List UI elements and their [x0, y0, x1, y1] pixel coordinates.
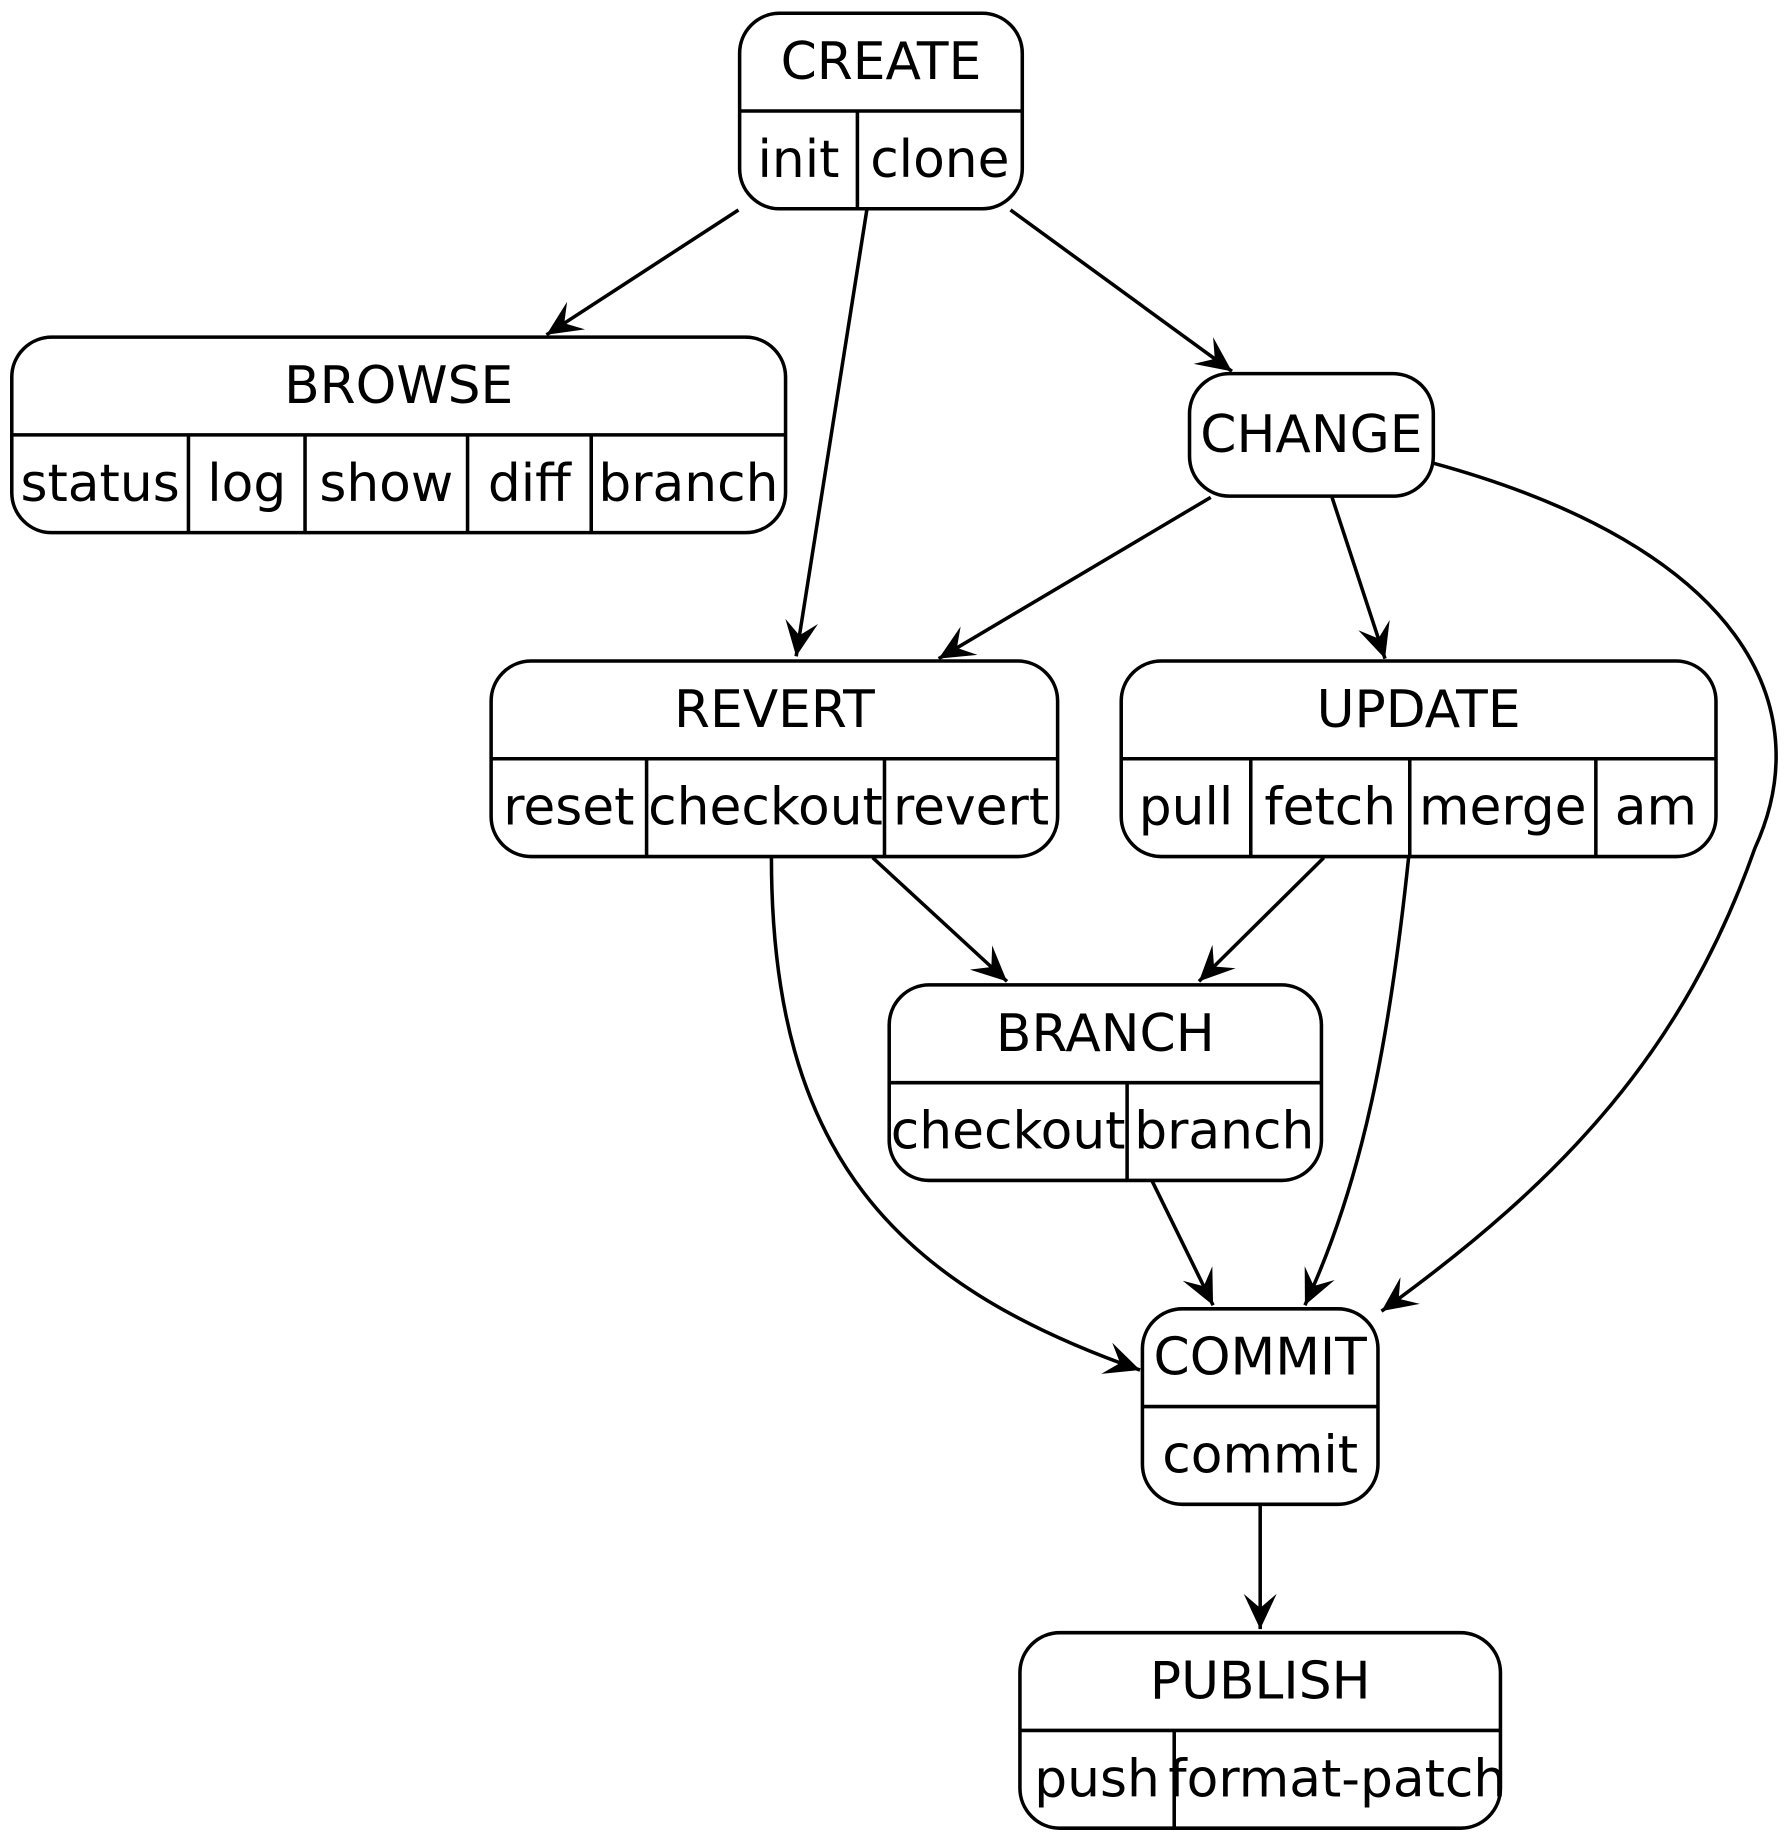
command-branch: branch [1134, 1102, 1314, 1162]
command-push: push [1034, 1749, 1160, 1809]
node-title: REVERT [674, 680, 875, 740]
edge-line [769, 857, 1141, 1372]
edge-line [1150, 1179, 1215, 1307]
arrowhead-icon [938, 626, 978, 659]
edge-revert-to-branch [871, 856, 1009, 983]
arrowhead-icon [1198, 944, 1236, 982]
command-status: status [20, 454, 179, 514]
command-revert: revert [893, 778, 1049, 838]
edge-line [1303, 857, 1411, 1307]
edge-commit-to-publish [1243, 1505, 1277, 1630]
edge-line [871, 856, 1009, 983]
command-reset: reset [503, 778, 634, 838]
command-log: log [207, 454, 286, 514]
command-diff: diff [488, 454, 572, 514]
edge-create-to-change [1009, 208, 1233, 373]
edge-change-to-update [1330, 496, 1390, 660]
edge-line [1380, 461, 1778, 1313]
edge-revert-to-commit [769, 857, 1141, 1374]
edge-create-to-revert [785, 209, 869, 657]
node-box [1187, 371, 1436, 498]
node-commit: COMMIT commit [1140, 1307, 1380, 1507]
edge-line [937, 495, 1212, 661]
edge-update-to-commit [1303, 857, 1411, 1307]
arrowhead-icon [1101, 1342, 1141, 1374]
command-pull: pull [1139, 778, 1234, 838]
arrowhead-icon [1193, 337, 1232, 372]
node-title: PUBLISH [1150, 1652, 1371, 1712]
edge-branch-to-commit [1150, 1179, 1215, 1307]
node-title: BRANCH [996, 1004, 1215, 1064]
node-title: BROWSE [284, 356, 513, 416]
arrowhead-icon [1243, 1593, 1277, 1630]
command-commit: commit [1162, 1425, 1358, 1485]
edge-line [1009, 208, 1233, 373]
edge-line [794, 209, 869, 657]
node-title: UPDATE [1317, 680, 1521, 740]
edge-create-to-browse [545, 208, 740, 337]
command-checkout: checkout [891, 1102, 1126, 1162]
node-title: CREATE [781, 32, 982, 92]
edge-change-to-revert [937, 495, 1212, 661]
edge-line [1197, 856, 1326, 983]
arrowhead-icon [1304, 1266, 1335, 1306]
edge-change-to-commit [1380, 461, 1778, 1313]
command-init: init [758, 130, 840, 190]
arrowhead-icon [1381, 1277, 1420, 1312]
edge-line [545, 208, 740, 337]
arrowhead-icon [969, 945, 1007, 982]
node-change: CHANGE [1187, 371, 1436, 498]
command-fetch: fetch [1264, 778, 1396, 838]
node-title: COMMIT [1154, 1328, 1368, 1388]
arrowhead-icon [1182, 1266, 1214, 1306]
node-title: CHANGE [1200, 405, 1422, 465]
command-clone: clone [870, 130, 1009, 190]
command-branch: branch [598, 454, 778, 514]
arrowhead-icon [785, 618, 818, 657]
arrowhead-icon [1358, 619, 1390, 659]
edge-update-to-branch [1197, 856, 1326, 983]
edge-line [1330, 496, 1387, 660]
command-format-patch: format-patch [1168, 1749, 1506, 1809]
edges-layer [545, 208, 1778, 1630]
command-am: am [1615, 778, 1697, 838]
command-show: show [319, 454, 453, 514]
arrowhead-icon [546, 301, 586, 335]
command-merge: merge [1419, 778, 1587, 838]
command-checkout: checkout [648, 778, 883, 838]
node-create: CREATE init clone [737, 11, 1025, 211]
